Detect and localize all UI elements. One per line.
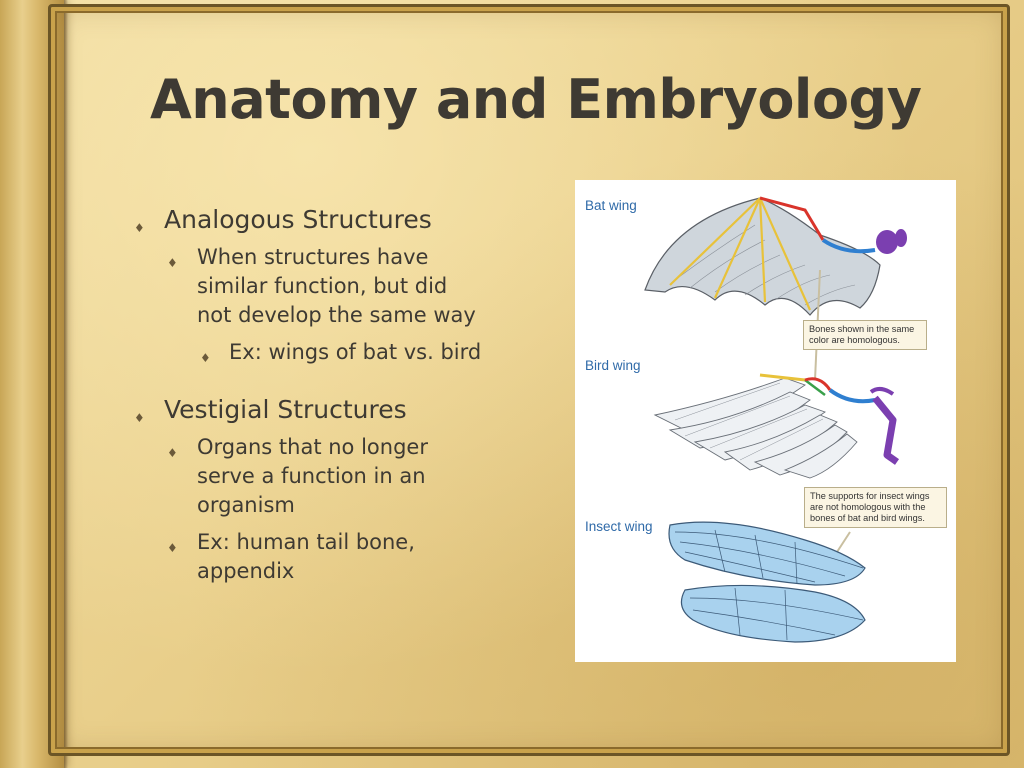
- bullet-vestigial-example: ♦ Ex: human tail bone, appendix: [134, 528, 484, 586]
- diamond-bullet-icon: ♦: [134, 411, 145, 425]
- homologous-callout: Bones shown in the same color are homolo…: [803, 320, 927, 350]
- diamond-bullet-icon: ♦: [134, 221, 145, 235]
- bird-feather-texture: [674, 382, 824, 461]
- bat-finger-bones: [669, 197, 812, 311]
- callout-pointer-insect: [836, 531, 851, 553]
- page-frame: [48, 4, 1010, 756]
- bullet-text: Ex: human tail bone, appendix: [197, 530, 415, 583]
- diamond-bullet-icon: ♦: [167, 541, 178, 555]
- bird-wrist-bone: [804, 379, 826, 396]
- bullet-vestigial: ♦ Vestigial Structures: [134, 395, 484, 425]
- bullet-text: Analogous Structures: [164, 205, 432, 234]
- diamond-bullet-icon: ♦: [167, 256, 178, 270]
- wing-comparison-figure: Bat wing Bird wing Insect wing Bones sho…: [575, 180, 956, 662]
- bird-wing-feathers: [653, 377, 858, 479]
- bat-forearm-bone: [759, 196, 825, 241]
- insect-supports-callout: The supports for insect wings are not ho…: [804, 487, 947, 528]
- insect-wing-label: Insect wing: [585, 519, 653, 534]
- bat-membrane-texture: [674, 224, 856, 306]
- bird-forearm-bone: [804, 377, 832, 391]
- bird-hand-bone: [759, 373, 806, 382]
- wing-illustration: [644, 196, 907, 643]
- bullet-vestigial-definition: ♦ Organs that no longer serve a function…: [134, 433, 484, 520]
- bat-shoulder: [876, 230, 898, 254]
- bullet-analogous-definition: ♦ When structures have similar function,…: [134, 243, 484, 330]
- insect-hindwing: [680, 584, 866, 643]
- bird-upper-arm-bone: [828, 388, 876, 404]
- book-spine: [0, 0, 68, 768]
- bat-wing-label: Bat wing: [585, 198, 637, 213]
- bullet-text: When structures have similar function, b…: [197, 245, 476, 327]
- bullet-text: Ex: wings of bat vs. bird: [229, 340, 482, 364]
- bullet-text: Organs that no longer serve a function i…: [197, 435, 428, 517]
- bird-wing-label: Bird wing: [585, 358, 641, 373]
- diamond-bullet-icon: ♦: [200, 351, 211, 365]
- bullet-analogous-example: ♦ Ex: wings of bat vs. bird: [134, 338, 484, 367]
- slide-title: Anatomy and Embryology: [150, 68, 922, 131]
- insect-wing-veins: [674, 529, 864, 641]
- bullet-analogous: ♦ Analogous Structures: [134, 205, 484, 235]
- bird-shoulder-girdle: [872, 395, 900, 465]
- bullet-list: ♦ Analogous Structures ♦ When structures…: [134, 205, 484, 586]
- diamond-bullet-icon: ♦: [167, 446, 178, 460]
- bullet-text: Vestigial Structures: [164, 395, 407, 424]
- insect-forewing: [668, 521, 866, 586]
- bat-shoulder-joint: [895, 229, 907, 247]
- bat-upper-arm-bone: [821, 238, 876, 254]
- bird-clavicle: [869, 387, 895, 396]
